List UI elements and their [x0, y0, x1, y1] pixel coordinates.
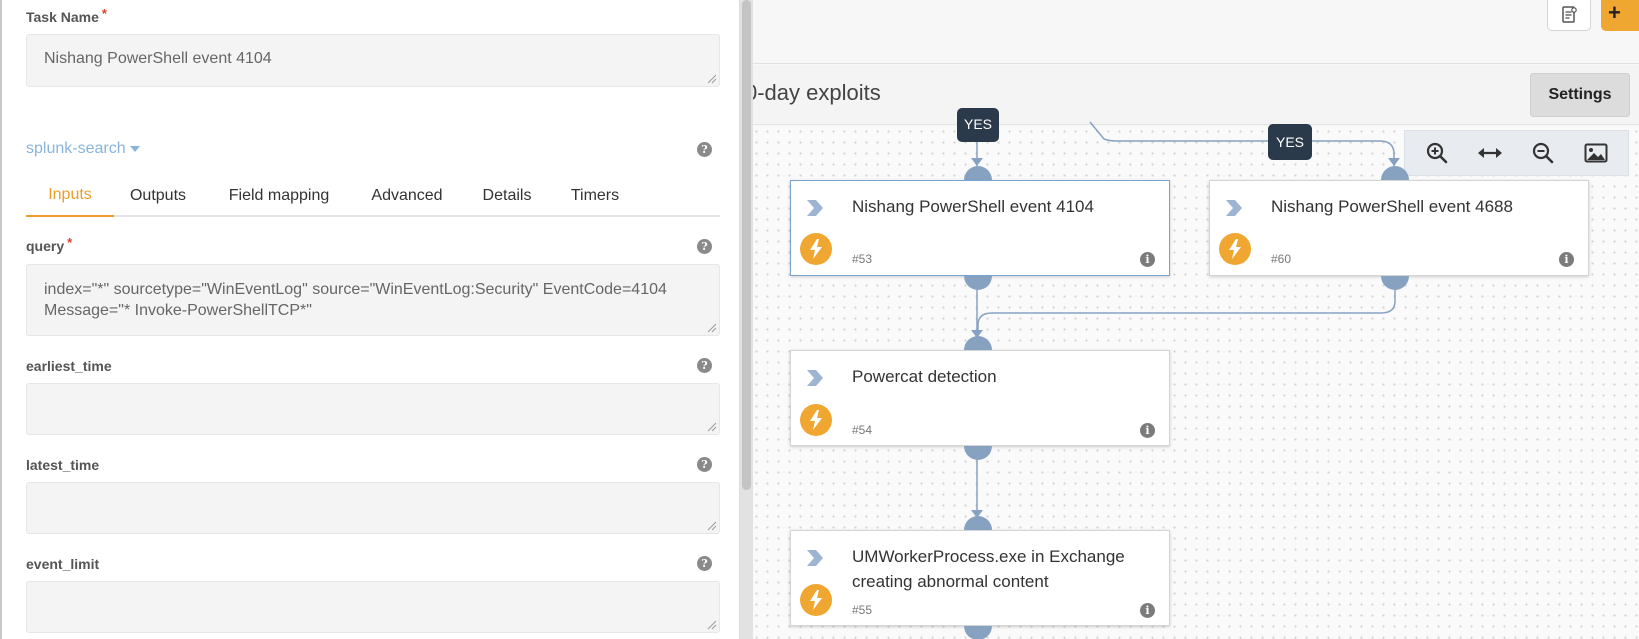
- panel-left-edge: [0, 0, 2, 639]
- task-node[interactable]: UMWorkerProcess.exe in Exchange creating…: [790, 530, 1170, 626]
- fit-width-button[interactable]: [1471, 134, 1509, 172]
- help-icon[interactable]: ?: [697, 358, 712, 373]
- event-limit-label: event_limit: [26, 556, 100, 572]
- task-tabs: Inputs Outputs Field mapping Advanced De…: [26, 174, 720, 217]
- yes-condition-label: YES: [1268, 124, 1312, 160]
- task-node-number: #60: [1271, 252, 1292, 266]
- earliest-time-field[interactable]: [26, 383, 720, 435]
- info-icon[interactable]: i: [1559, 252, 1574, 267]
- caret-down-icon: [129, 145, 140, 152]
- task-node-title: Powercat detection: [852, 367, 997, 386]
- task-node[interactable]: Nishang PowerShell event 4104 #53 i: [790, 180, 1170, 276]
- task-node-title: UMWorkerProcess.exe in Exchange creating…: [852, 547, 1125, 591]
- fit-width-icon: [1478, 148, 1503, 158]
- help-icon[interactable]: ?: [697, 142, 712, 157]
- image-export-icon: [1584, 143, 1608, 163]
- node-output-port[interactable]: [964, 626, 992, 639]
- zoom-out-button[interactable]: [1524, 134, 1562, 172]
- resize-grip-icon[interactable]: [707, 521, 717, 531]
- help-icon[interactable]: ?: [697, 556, 712, 571]
- task-node-number: #55: [852, 603, 873, 617]
- info-icon[interactable]: i: [1140, 252, 1155, 267]
- panel-scrollbar[interactable]: [740, 0, 753, 639]
- automation-bolt-icon: [800, 584, 832, 616]
- node-output-port[interactable]: [964, 446, 992, 460]
- task-chevron-icon: [807, 370, 823, 386]
- task-node[interactable]: Nishang PowerShell event 4688 #60 i: [1209, 180, 1589, 276]
- node-input-port[interactable]: [964, 516, 992, 530]
- automation-bolt-icon: [1219, 233, 1251, 265]
- task-name-label: Task Name*: [26, 6, 107, 25]
- task-node[interactable]: Powercat detection #54 i: [790, 350, 1170, 446]
- resize-grip-icon[interactable]: [707, 323, 717, 333]
- settings-button[interactable]: Settings: [1530, 73, 1630, 117]
- page-title: 0-day exploits: [745, 80, 881, 105]
- tab-details[interactable]: Details: [482, 186, 532, 204]
- help-icon[interactable]: ?: [697, 457, 712, 472]
- node-output-port[interactable]: [964, 276, 992, 290]
- task-chevron-icon: [1226, 200, 1242, 216]
- integration-selector[interactable]: splunk-search: [26, 140, 140, 158]
- tab-field-mapping[interactable]: Field mapping: [228, 186, 330, 204]
- node-input-port[interactable]: [964, 336, 992, 350]
- query-value: index="*" sourcetype="WinEventLog" sourc…: [44, 281, 667, 319]
- zoom-out-icon: [1532, 142, 1554, 164]
- earliest-time-label: earliest_time: [26, 358, 112, 374]
- resize-grip-icon[interactable]: [707, 74, 717, 84]
- latest-time-field[interactable]: [26, 482, 720, 534]
- help-icon[interactable]: ?: [697, 239, 712, 254]
- node-output-port[interactable]: [1381, 276, 1409, 290]
- playbook-doc-button[interactable]: [1547, 0, 1591, 31]
- automation-bolt-icon: [800, 233, 832, 265]
- automation-bolt-icon: [800, 404, 832, 436]
- required-asterisk: *: [101, 6, 107, 21]
- node-input-port[interactable]: [964, 166, 992, 180]
- task-editor-panel: Task Name* Nishang PowerShell event 4104…: [0, 0, 740, 639]
- task-node-title: Nishang PowerShell event 4104: [852, 197, 1094, 216]
- resize-grip-icon[interactable]: [707, 422, 717, 432]
- zoom-in-button[interactable]: [1418, 134, 1456, 172]
- task-name-value: Nishang PowerShell event 4104: [44, 50, 272, 67]
- document-icon: [1562, 6, 1577, 23]
- yes-condition-label: YES: [957, 108, 999, 142]
- tab-advanced[interactable]: Advanced: [371, 186, 443, 204]
- task-node-number: #53: [852, 252, 873, 266]
- scrollbar-thumb[interactable]: [742, 0, 751, 490]
- tab-outputs[interactable]: Outputs: [129, 186, 187, 204]
- task-node-title: Nishang PowerShell event 4688: [1271, 197, 1513, 216]
- zoom-in-icon: [1427, 142, 1448, 164]
- info-icon[interactable]: i: [1140, 603, 1155, 618]
- required-asterisk: *: [67, 235, 73, 250]
- tab-timers[interactable]: Timers: [570, 186, 620, 204]
- zoom-toolbar: [1404, 130, 1629, 176]
- resize-grip-icon[interactable]: [707, 620, 717, 630]
- add-task-button[interactable]: +: [1601, 0, 1639, 31]
- info-icon[interactable]: i: [1140, 423, 1155, 438]
- query-label: query*: [26, 235, 73, 254]
- task-chevron-icon: [807, 550, 823, 566]
- top-toolbar: [740, 0, 1639, 64]
- query-field[interactable]: index="*" sourcetype="WinEventLog" sourc…: [26, 264, 720, 336]
- latest-time-label: latest_time: [26, 457, 100, 473]
- tab-inputs[interactable]: Inputs: [26, 174, 114, 217]
- node-input-port[interactable]: [1381, 166, 1409, 180]
- task-node-number: #54: [852, 423, 873, 437]
- task-name-field[interactable]: Nishang PowerShell event 4104: [26, 34, 720, 87]
- export-image-button[interactable]: [1577, 134, 1615, 172]
- playbook-title-bar: [740, 65, 1639, 125]
- event-limit-field[interactable]: [26, 581, 720, 633]
- task-chevron-icon: [807, 200, 823, 216]
